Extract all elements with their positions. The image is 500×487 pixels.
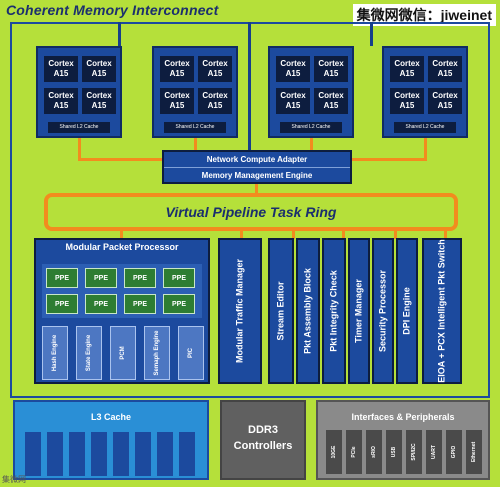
interfaces-peripherals: Interfaces & Peripherals 10GE PCIe sRIO … — [316, 400, 490, 480]
cpu-cluster: Cortex A15 Cortex A15 Cortex A15 Cortex … — [36, 46, 122, 138]
l3-title: L3 Cache — [90, 412, 132, 422]
hash-engine: Hash Engine — [42, 326, 68, 380]
ring-drop — [240, 230, 243, 239]
ring-drop — [342, 230, 345, 239]
cpu-core: Cortex A15 — [390, 88, 424, 114]
cpu-core: Cortex A15 — [160, 88, 194, 114]
modular-packet-processor: Modular Packet Processor PPE PPE PPE PPE… — [34, 238, 210, 384]
mpp-title: Modular Packet Processor — [65, 242, 179, 252]
cpu-core: Cortex A15 — [198, 88, 232, 114]
cluster-bus — [194, 138, 197, 152]
ddr3-controllers: DDR3 Controllers — [220, 400, 306, 480]
pkt-assembly-block: Pkt Assembly Block — [296, 238, 320, 384]
ring-drop — [120, 230, 123, 239]
pkt-integrity-check: Pkt Integrity Check — [322, 238, 346, 384]
l2-cache: Shared L2 Cache — [48, 122, 110, 133]
cpu-cluster: Cortex A15 Cortex A15 Cortex A15 Cortex … — [152, 46, 238, 138]
nca-label: Network Compute Adapter — [206, 155, 308, 164]
ddr-line2: Controllers — [233, 440, 293, 452]
iface-slot: UART — [426, 430, 442, 474]
cpu-core: Cortex A15 — [276, 88, 310, 114]
connector — [118, 22, 121, 46]
cluster-bus — [350, 158, 427, 161]
ppe: PPE — [163, 268, 195, 288]
cpu-cluster: Cortex A15 Cortex A15 Cortex A15 Cortex … — [382, 46, 468, 138]
cpu-core: Cortex A15 — [82, 88, 116, 114]
mme-label: Memory Management Engine — [164, 167, 350, 183]
l3-bank — [47, 432, 63, 476]
iface-slot: 10GE — [326, 430, 342, 474]
pic-engine: PIC — [178, 326, 204, 380]
cluster-bus — [310, 138, 313, 152]
ring-drop — [444, 230, 447, 239]
cpu-core: Cortex A15 — [82, 56, 116, 82]
ppe: PPE — [85, 268, 117, 288]
l3-bank — [25, 432, 41, 476]
stream-editor: Stream Editor — [268, 238, 294, 384]
l3-bank — [91, 432, 107, 476]
cpu-core: Cortex A15 — [276, 56, 310, 82]
nca-to-ring — [255, 184, 258, 194]
semaph-engine: Semaph Engine — [144, 326, 170, 380]
iface-slot: SPI/I2C — [406, 430, 422, 474]
iface-slot: GPIO — [446, 430, 462, 474]
cpu-core: Cortex A15 — [314, 56, 348, 82]
ring-drop — [292, 230, 295, 239]
cluster-bus — [424, 138, 427, 160]
iface-slot: sRIO — [366, 430, 382, 474]
ring-label: Virtual Pipeline Task Ring — [165, 204, 337, 220]
iface-slot: USB — [386, 430, 402, 474]
network-compute-adapter: Network Compute Adapter Memory Managemen… — [162, 150, 352, 184]
ppe-grid: PPE PPE PPE PPE PPE PPE PPE PPE — [42, 264, 202, 318]
cpu-core: Cortex A15 — [390, 56, 424, 82]
connector — [248, 22, 251, 152]
pcm-engine: PCM — [110, 326, 136, 380]
cpu-core: Cortex A15 — [314, 88, 348, 114]
ppe: PPE — [124, 294, 156, 314]
iface-slot: Ethernet — [466, 430, 482, 474]
cluster-bus — [78, 158, 164, 161]
cpu-core: Cortex A15 — [198, 56, 232, 82]
watermark: 集微网微信：jiweinet — [352, 4, 496, 26]
ppe: PPE — [124, 268, 156, 288]
ppe: PPE — [46, 294, 78, 314]
l3-bank — [179, 432, 195, 476]
l3-bank — [113, 432, 129, 476]
dpi-engine: DPI Engine — [396, 238, 418, 384]
l3-bank — [157, 432, 173, 476]
iface-slot: PCIe — [346, 430, 362, 474]
l3-bank — [69, 432, 85, 476]
intelligent-pkt-switch: EIOA + PCX Intelligent Pkt Switch — [422, 238, 462, 384]
cpu-core: Cortex A15 — [160, 56, 194, 82]
l2-cache: Shared L2 Cache — [394, 122, 456, 133]
ppe: PPE — [46, 268, 78, 288]
ppe: PPE — [85, 294, 117, 314]
security-processor: Security Processor — [372, 238, 394, 384]
diagram-title: Coherent Memory Interconnect — [6, 2, 219, 18]
cpu-cluster: Cortex A15 Cortex A15 Cortex A15 Cortex … — [268, 46, 354, 138]
cpu-core: Cortex A15 — [44, 88, 78, 114]
timer-manager: Timer Manager — [348, 238, 370, 384]
iface-title: Interfaces & Peripherals — [351, 412, 455, 422]
cpu-core: Cortex A15 — [44, 56, 78, 82]
l3-bank — [135, 432, 151, 476]
cpu-core: Cortex A15 — [428, 56, 462, 82]
ppe: PPE — [163, 294, 195, 314]
virtual-pipeline-task-ring: Virtual Pipeline Task Ring — [44, 193, 458, 231]
l3-cache: L3 Cache — [13, 400, 209, 480]
l2-cache: Shared L2 Cache — [164, 122, 226, 133]
ddr-line1: DDR3 — [248, 424, 278, 436]
l2-cache: Shared L2 Cache — [280, 122, 342, 133]
cpu-core: Cortex A15 — [428, 88, 462, 114]
connector — [370, 22, 373, 46]
source-badge: 集微网 — [2, 475, 26, 484]
ring-drop — [394, 230, 397, 239]
cluster-bus — [78, 138, 81, 160]
state-engine: State Engine — [76, 326, 102, 380]
traffic-manager: Modular Traffic Manager — [218, 238, 262, 384]
